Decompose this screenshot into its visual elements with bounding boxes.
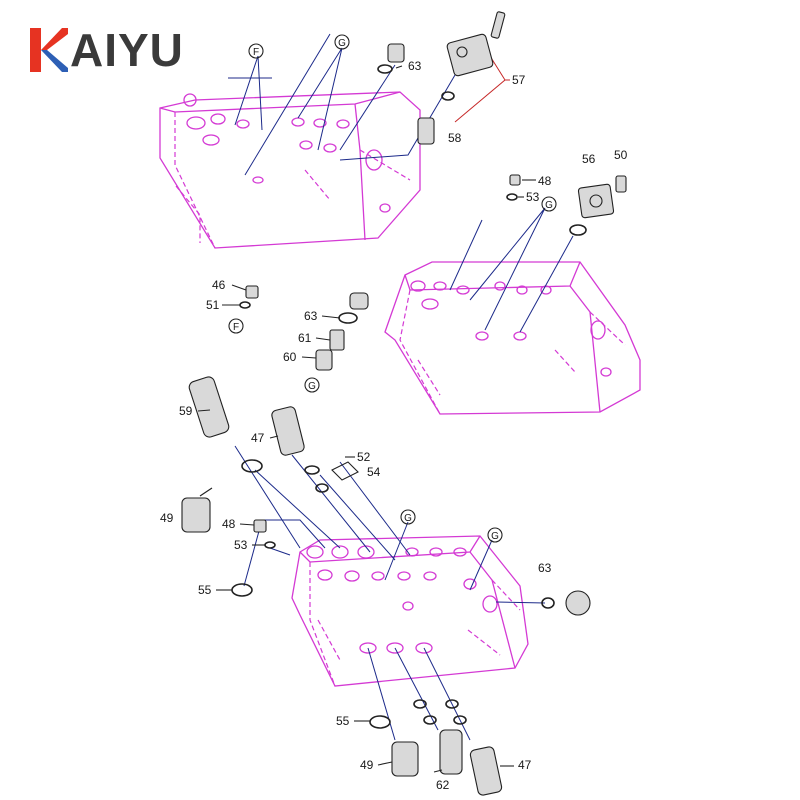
cartridge-58 <box>417 117 435 145</box>
part-label: 63 <box>408 59 422 73</box>
part-labels: 63 57 58 48 53 56 50 46 51 63 61 60 59 4… <box>160 59 628 792</box>
circle-labels: F G G F G G G <box>228 34 557 543</box>
part-label: 62 <box>436 778 450 792</box>
kaiyu-k-icon <box>30 28 68 72</box>
part-label: 59 <box>179 404 193 418</box>
part-label: 48 <box>222 517 236 531</box>
piston-60 <box>315 349 333 371</box>
parts <box>181 11 627 796</box>
part-label: 54 <box>367 465 381 479</box>
part-label: 63 <box>538 561 552 575</box>
label-pointers <box>197 65 536 773</box>
part-label: 63 <box>304 309 318 323</box>
screw-50 <box>615 175 627 193</box>
cover-housing-57 <box>446 33 494 77</box>
part-label: 51 <box>206 298 220 312</box>
part-label: 46 <box>212 278 226 292</box>
svg-text:G: G <box>308 381 316 392</box>
svg-text:G: G <box>404 513 412 524</box>
valve-body-lower <box>291 535 529 687</box>
part-label: 56 <box>582 152 596 166</box>
plug-63-top <box>387 43 405 63</box>
valve-47-mid <box>271 406 305 456</box>
valve-47-bottom <box>469 746 503 796</box>
svg-text:F: F <box>233 322 239 333</box>
plug-63-right <box>565 590 591 616</box>
brand-logo: AIYU <box>28 26 184 74</box>
valve-body-upper <box>159 91 421 249</box>
plug-49-bottom <box>391 741 419 777</box>
brand-name: AIYU <box>70 24 184 76</box>
part-label: 49 <box>160 511 174 525</box>
solenoid-59 <box>188 376 230 438</box>
part-label: 55 <box>198 583 212 597</box>
bolt-icon <box>490 11 506 39</box>
spring-61 <box>329 329 345 351</box>
part-label: 58 <box>448 131 462 145</box>
svg-text:G: G <box>545 200 553 211</box>
part-label: 52 <box>357 450 371 464</box>
plug-49-left <box>181 497 211 533</box>
valve-body-right <box>384 261 641 415</box>
flange-56 <box>577 183 615 219</box>
svg-text:F: F <box>253 47 259 58</box>
part-label: 55 <box>336 714 350 728</box>
valve-62 <box>439 729 463 775</box>
part-label: 61 <box>298 331 312 345</box>
part-label: 47 <box>251 431 265 445</box>
part-label: 53 <box>234 538 248 552</box>
part-label: 47 <box>518 758 532 772</box>
svg-text:G: G <box>338 38 346 49</box>
part-label: 60 <box>283 350 297 364</box>
part-label: 49 <box>360 758 374 772</box>
part-label: 53 <box>526 190 540 204</box>
part-label: 48 <box>538 174 552 188</box>
part-label: 57 <box>512 73 526 87</box>
part-label: 50 <box>614 148 628 162</box>
leader-lines <box>228 33 574 741</box>
svg-text:G: G <box>491 531 499 542</box>
